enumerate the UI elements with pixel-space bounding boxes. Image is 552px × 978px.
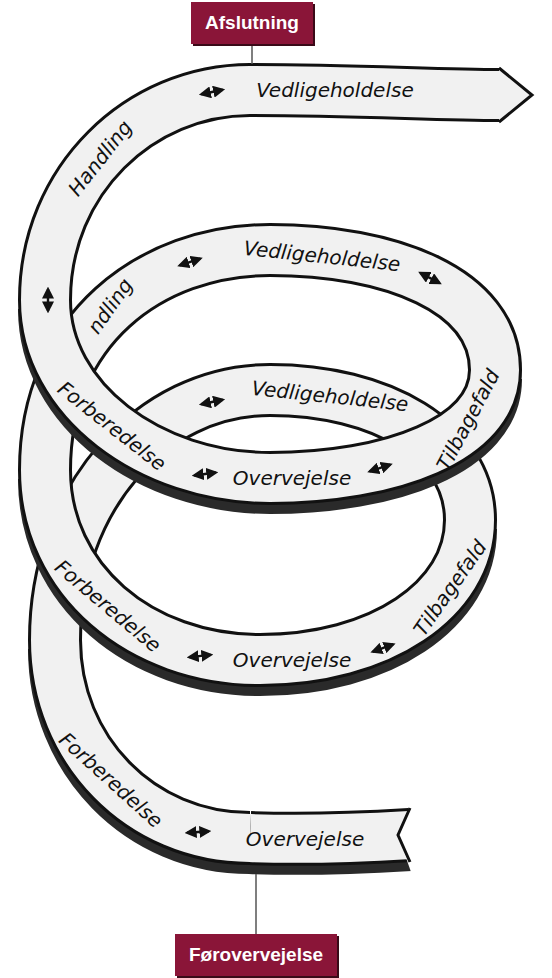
stage-label-holder: Vedligeholdelse xyxy=(256,79,413,101)
spiral-band xyxy=(45,300,270,478)
double-arrow xyxy=(370,465,391,472)
box-title: Afslutning xyxy=(205,12,299,33)
double-arrow xyxy=(201,400,223,405)
leader-line xyxy=(251,44,253,64)
stage-label-holder: Overvejelse xyxy=(233,467,351,489)
double-arrow-line xyxy=(420,273,439,283)
double-arrow xyxy=(201,90,223,95)
double-arrow xyxy=(189,655,211,657)
stage-box: Førovervejelse xyxy=(175,934,337,976)
double-arrow-line xyxy=(187,831,209,833)
band-tip-outline xyxy=(499,68,532,122)
stage-label: Overvejelse xyxy=(233,648,351,672)
band-outline xyxy=(45,90,250,300)
double-arrow-line xyxy=(189,655,211,657)
stage-box: Afslutning xyxy=(191,2,313,44)
stage-label-holder: Overvejelse xyxy=(233,649,351,671)
leader-line xyxy=(255,874,257,934)
double-arrow-line xyxy=(370,465,391,472)
double-arrow-line xyxy=(373,644,394,652)
band-tip xyxy=(499,68,532,122)
box-title: Førovervejelse xyxy=(189,944,323,965)
double-arrow-line xyxy=(201,400,223,405)
stage-label: Overvejelse xyxy=(246,827,364,851)
double-arrow xyxy=(187,831,209,833)
band-tail xyxy=(398,806,420,872)
double-arrow-line xyxy=(180,259,201,266)
double-arrow xyxy=(180,259,201,266)
double-arrow-line xyxy=(194,472,216,475)
band-outline xyxy=(45,300,270,478)
stage-label: Vedligeholdelse xyxy=(256,78,413,102)
stage-label: Overvejelse xyxy=(233,466,351,490)
double-arrow xyxy=(373,644,394,652)
stage-label-holder: Overvejelse xyxy=(246,828,364,850)
spiral-band xyxy=(45,90,250,300)
double-arrow xyxy=(420,273,439,283)
double-arrow-line xyxy=(201,90,223,95)
double-arrow xyxy=(194,472,216,475)
band-tail-outline xyxy=(398,808,410,862)
double-arrow xyxy=(48,289,49,311)
double-arrow-line xyxy=(47,289,49,311)
